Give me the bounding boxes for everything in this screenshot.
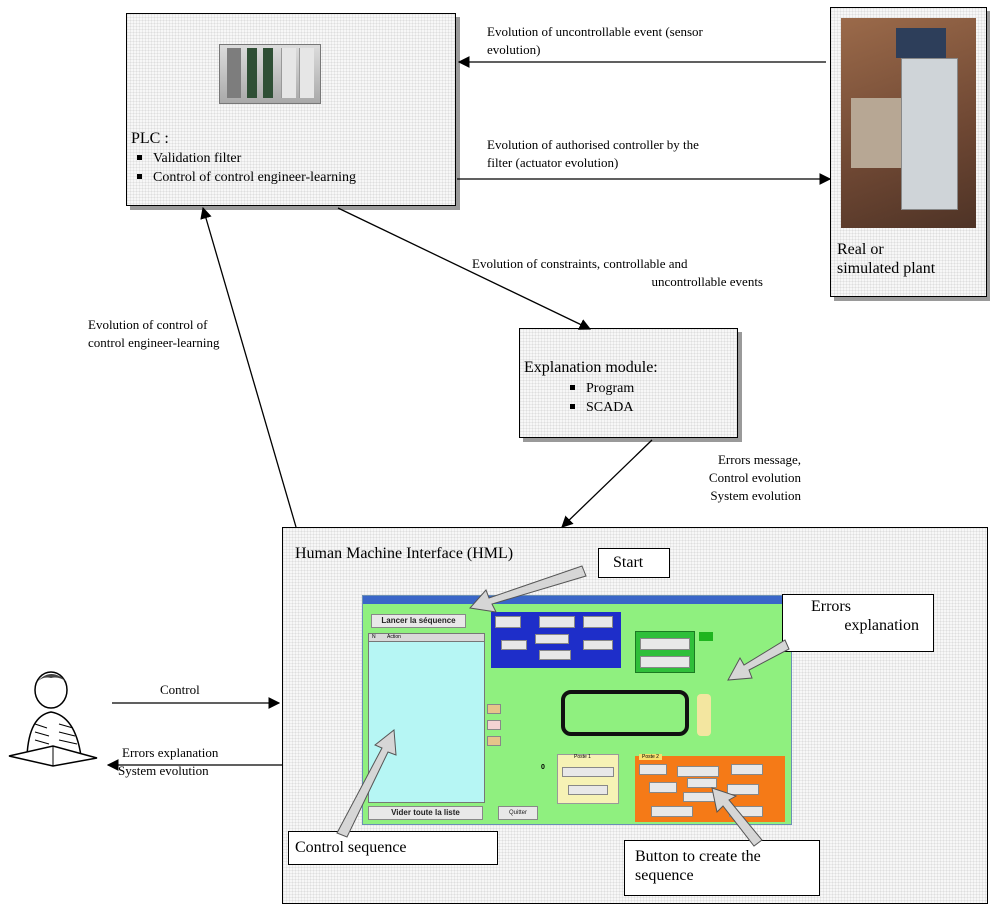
edge-label-hmi-to-plc: Evolution of control of (88, 317, 208, 332)
poste2-label: Poste 2 (639, 754, 662, 760)
pointer-start (469, 565, 587, 613)
plc-item: Validation filter (131, 149, 356, 168)
clear-list-button: Vider toute la liste (368, 806, 483, 820)
edge-label-plant-to-plc: evolution) (487, 42, 541, 57)
edge-label-plc-to-explanation: uncontrollable events (651, 274, 763, 289)
station-blue-panel (491, 612, 621, 668)
plant-box: Real or simulated plant (830, 7, 987, 297)
plc-items: Validation filter Control of control eng… (131, 149, 356, 187)
edge-label-explanation-to-hmi: Control evolution (708, 470, 801, 485)
hmi-title: Human Machine Interface (HML) (295, 545, 514, 562)
plc-box: PLC : Validation filter Control of contr… (126, 13, 456, 206)
hmi-screenshot: Lancer la séquence N Action Vider toute … (362, 595, 792, 825)
list-header-n: N (372, 634, 376, 640)
explanation-module-items: Program SCADA (564, 379, 634, 417)
poste1-panel: Poste 1 (557, 754, 619, 804)
callout-create-sequence: Button to create the sequence (624, 840, 820, 896)
plant-label-line1: Real or (837, 241, 884, 258)
plc-title: PLC : (131, 130, 169, 147)
user-figure (5, 668, 105, 768)
edge-label-hmi-to-user: System evolution (118, 763, 209, 778)
icon-button (487, 704, 501, 714)
quit-button: Quitter (498, 806, 538, 820)
callout-control-sequence: Control sequence (288, 831, 498, 865)
callout-errors-explanation: Errors explanation (782, 594, 934, 652)
icon-button (487, 736, 501, 746)
edge-label-hmi-to-plc: control engineer-learning (88, 335, 220, 350)
callout-pointers (336, 565, 790, 847)
explanation-module-box: Explanation module: Program SCADA (519, 328, 738, 438)
plant-label-line2: simulated plant (837, 260, 936, 277)
conveyor-loop (561, 690, 689, 736)
list-header-action: Action (387, 634, 401, 640)
explanation-module-item: SCADA (564, 398, 634, 417)
sensor-indicator (697, 694, 711, 736)
pointer-errors (727, 639, 790, 681)
callout-create-line1: Button to create the (635, 848, 761, 865)
edge-label-explanation-to-hmi: Errors message, (717, 452, 801, 467)
explanation-module-item: Program (564, 379, 634, 398)
arrow-plc-to-explanation (337, 207, 592, 330)
station-green-panel (635, 631, 695, 673)
arrow-hmi-to-plc (200, 206, 297, 528)
launch-sequence-button: Lancer la séquence (371, 614, 466, 628)
callout-create-line2: sequence (635, 867, 694, 884)
user-reading-icon (8, 671, 98, 767)
create-sequence-panel: Poste 2 (635, 754, 785, 822)
arrow-explanation-to-hmi (561, 439, 653, 528)
explanation-module-title: Explanation module: (524, 359, 658, 376)
window-titlebar (363, 596, 791, 604)
plc-image (219, 34, 321, 106)
edge-label-plc-to-plant: Evolution of authorised controller by th… (487, 137, 699, 152)
counter-indicator (699, 632, 713, 641)
edge-label-user-to-hmi: Control (160, 682, 200, 697)
plant-photo (841, 18, 976, 228)
edge-label-plant-to-plc: Evolution of uncontrollable event (senso… (487, 24, 703, 39)
edge-label-explanation-to-hmi: System evolution (710, 488, 801, 503)
callout-errors-line1: Errors (811, 598, 851, 615)
pointer-control-sequence (336, 729, 397, 838)
counter-value: 0 (541, 764, 545, 771)
sequence-list: N Action (368, 633, 485, 803)
edge-label-plc-to-plant: filter (actuator evolution) (487, 155, 619, 170)
pointer-create-sequence (711, 787, 763, 847)
callout-start: Start (598, 548, 670, 578)
icon-button (487, 720, 501, 730)
edge-label-plc-to-explanation: Evolution of constraints, controllable a… (472, 256, 688, 271)
edge-label-hmi-to-user: Errors explanation (122, 745, 219, 760)
poste1-label: Poste 1 (574, 754, 591, 760)
plc-item: Control of control engineer-learning (131, 168, 356, 187)
callout-errors-line2: explanation (844, 617, 919, 634)
